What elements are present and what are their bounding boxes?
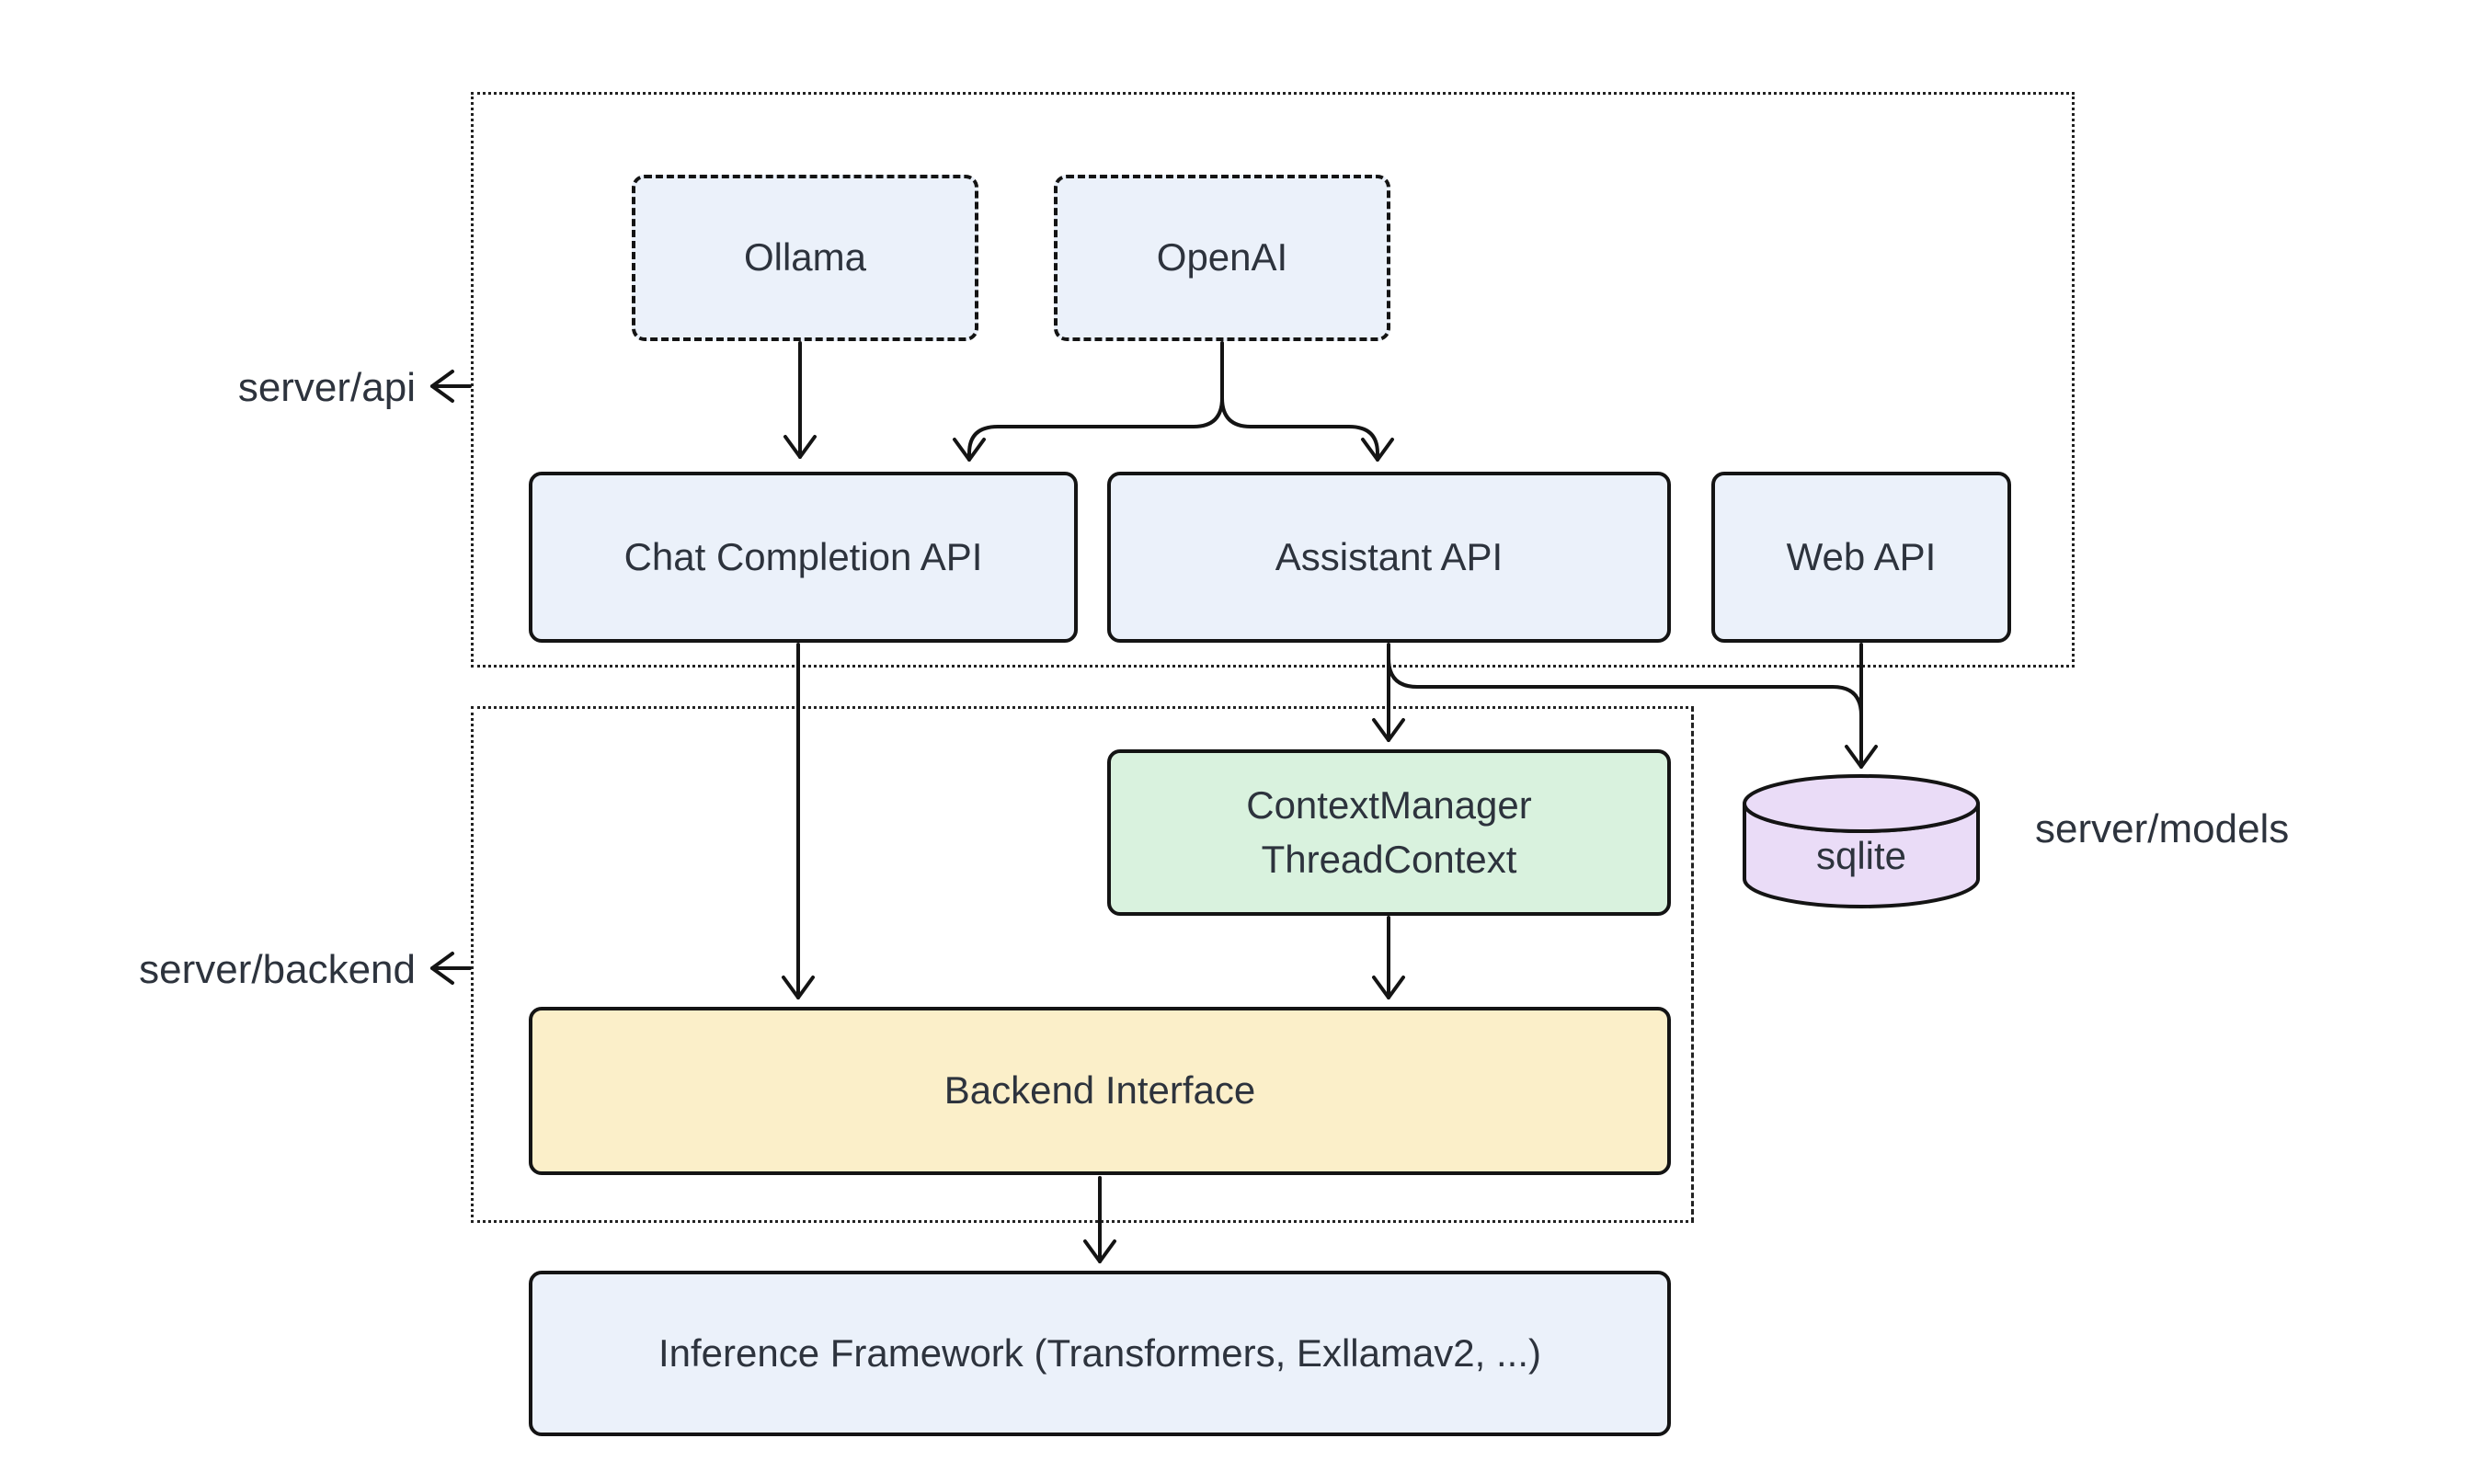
edge-assistant-branch-to-sqlite bbox=[1387, 656, 1863, 717]
node-context-manager-line1: ContextManager bbox=[1246, 782, 1532, 827]
node-sqlite-label: sqlite bbox=[1815, 834, 1907, 877]
server-api-container bbox=[471, 92, 2075, 668]
node-assistant-api-label: Assistant API bbox=[1275, 534, 1504, 578]
node-context-manager-line2: ThreadContext bbox=[1261, 837, 1517, 881]
edge-openai-to-assistant bbox=[1220, 396, 1394, 462]
server-models-label: server/models bbox=[2035, 806, 2290, 851]
node-web-api: Web API bbox=[1711, 472, 2011, 643]
server-backend-container bbox=[471, 706, 1694, 1223]
node-inference-framework-label: Inference Framework (Transformers, Exlla… bbox=[658, 1330, 1541, 1375]
server-backend-label: server/backend bbox=[139, 947, 416, 992]
sqlite-cylinder-top bbox=[1743, 774, 1980, 833]
node-inference-framework: Inference Framework (Transformers, Exlla… bbox=[529, 1271, 1671, 1436]
node-assistant-api: Assistant API bbox=[1107, 472, 1671, 643]
node-openai: OpenAI bbox=[1054, 175, 1390, 341]
node-ollama-label: Ollama bbox=[743, 235, 867, 280]
node-context-manager: ContextManager ThreadContext bbox=[1107, 749, 1671, 916]
sqlite-cylinder bbox=[1743, 774, 1980, 908]
node-ollama: Ollama bbox=[632, 175, 978, 341]
server-api-label: server/api bbox=[237, 365, 416, 410]
node-chat-completion-api: Chat Completion API bbox=[529, 472, 1078, 643]
edge-openai-to-chat-completion bbox=[953, 341, 1224, 462]
node-openai-label: OpenAI bbox=[1156, 235, 1288, 280]
node-chat-completion-api-label: Chat Completion API bbox=[623, 534, 983, 578]
node-backend-interface-label: Backend Interface bbox=[943, 1068, 1256, 1113]
node-web-api-label: Web API bbox=[1786, 534, 1937, 578]
node-backend-interface: Backend Interface bbox=[529, 1007, 1671, 1175]
